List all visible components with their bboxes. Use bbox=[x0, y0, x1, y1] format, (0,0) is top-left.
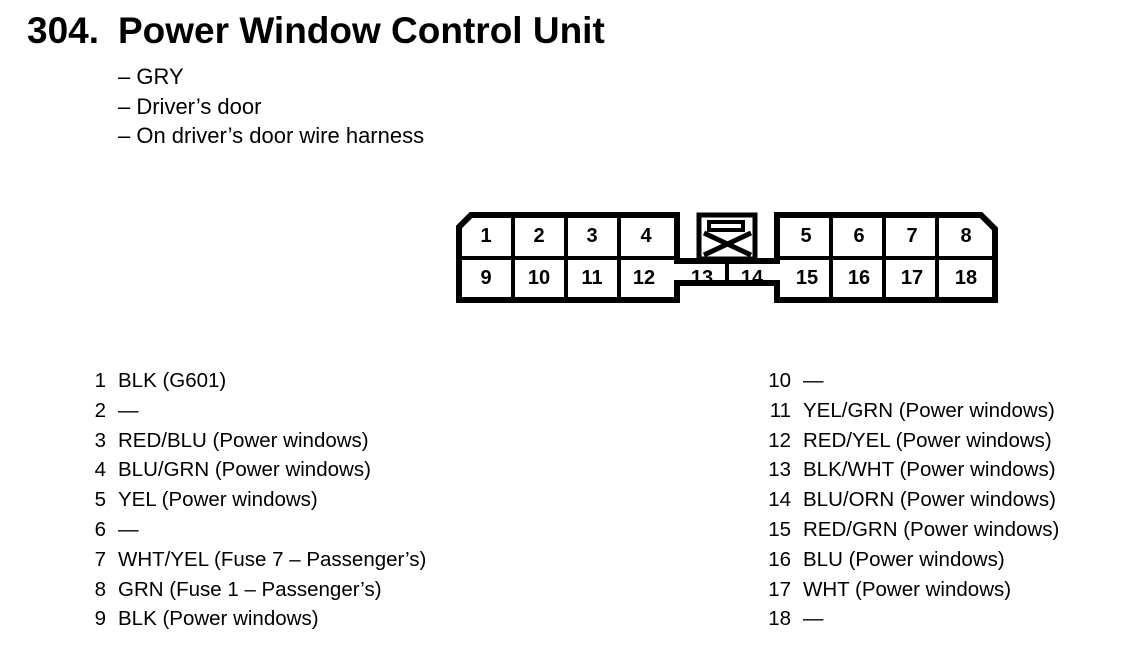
connector-color: – GRY bbox=[118, 64, 184, 89]
section-title: Power Window Control Unit bbox=[118, 10, 605, 51]
pin-entry: 2— bbox=[72, 396, 426, 426]
pin-description: YEL (Power windows) bbox=[118, 488, 318, 512]
pin-entry: 4 BLU/GRN (Power windows) bbox=[72, 455, 426, 485]
pin-label: 18 bbox=[955, 267, 977, 289]
pin-label: 10 bbox=[528, 267, 550, 289]
pin-label: 11 bbox=[581, 267, 602, 289]
pin-description: — bbox=[803, 607, 824, 631]
pin-label: 2 bbox=[533, 225, 544, 247]
pin-description: — bbox=[118, 517, 139, 541]
pin-label: 16 bbox=[848, 267, 870, 289]
pin-description: BLK/WHT (Power windows) bbox=[803, 458, 1056, 482]
pin-number: 7 bbox=[94, 547, 106, 571]
pin-description: — bbox=[118, 398, 139, 422]
pin-description: WHT/YEL (Fuse 7 – Passenger’s) bbox=[118, 547, 427, 571]
pin-label: 4 bbox=[640, 225, 652, 247]
pin-label: 15 bbox=[796, 267, 818, 289]
pin-number: 3 bbox=[94, 428, 106, 452]
pin-entry: 12 RED/YEL (Power windows) bbox=[757, 426, 1059, 456]
pin-entry: 3 RED/BLU (Power windows) bbox=[72, 426, 426, 456]
pin-list-right: 10 — 11 YEL/GRN (Power windows) 12 RED/YEL … bbox=[757, 366, 1059, 634]
pin-label: 13 bbox=[691, 267, 713, 289]
pin-label: 6 bbox=[853, 225, 864, 247]
pin-number: 6 bbox=[94, 517, 106, 541]
pin-number: 17 bbox=[768, 577, 791, 601]
pin-number: 8 bbox=[94, 577, 106, 601]
connector-grid bbox=[459, 215, 995, 300]
pin-entry: 1 BLK (G601) bbox=[72, 366, 426, 396]
pin-number: 18 bbox=[768, 607, 791, 631]
connector-face-diagram: 1 2 3 4 5 6 7 8 9 10 11 12 13 14 15 16 1… bbox=[456, 212, 998, 303]
pin-entry: 11 YEL/GRN (Power windows) bbox=[757, 396, 1059, 426]
page-title: 304. Power Window Control Unit bbox=[27, 9, 605, 53]
pin-description: RED/YEL (Power windows) bbox=[803, 428, 1052, 452]
pin-description: BLU/ORN (Power windows) bbox=[803, 488, 1056, 512]
pin-label: 12 bbox=[633, 267, 655, 289]
connector-details: – GRY – Driver’s door – On driver’s door… bbox=[118, 62, 424, 151]
pin-entry: 17 WHT (Power windows) bbox=[757, 575, 1059, 605]
pin-number: 16 bbox=[768, 547, 791, 571]
pin-description: WHT (Power windows) bbox=[803, 577, 1012, 601]
pin-label: 1 bbox=[480, 225, 491, 247]
pin-number: 1 bbox=[94, 369, 106, 392]
pin-entry: 18 — bbox=[757, 604, 1059, 634]
pin-description: BLU/GRN (Power windows) bbox=[118, 458, 371, 482]
pin-description: — bbox=[803, 369, 824, 392]
pin-description: BLU (Power windows) bbox=[803, 547, 1005, 571]
pin-description: RED/GRN (Power windows) bbox=[803, 517, 1060, 541]
pin-entry: 7 WHT/YEL (Fuse 7 – Passenger’s) bbox=[72, 545, 427, 575]
pin-description: GRN (Fuse 1 – Passenger’s) bbox=[118, 577, 382, 601]
pin-entry: 9 BLK (Power windows) bbox=[72, 604, 426, 634]
pin-entry: 10 — bbox=[757, 366, 1059, 396]
pin-number: 9 bbox=[94, 607, 106, 631]
pin-entry: 15 RED/GRN (Power windows) bbox=[757, 515, 1059, 545]
pin-entry: 16 BLU (Power windows) bbox=[757, 545, 1059, 575]
pin-entry: 5 YEL (Power windows) bbox=[72, 485, 426, 515]
section-number: 304. bbox=[27, 10, 100, 51]
pin-label: 9 bbox=[480, 267, 491, 289]
pin-number: 5 bbox=[94, 488, 106, 512]
pin-entry: 14 BLU/ORN (Power windows) bbox=[757, 485, 1059, 515]
pin-number: 15 bbox=[768, 517, 791, 541]
pin-number: 4 bbox=[94, 458, 106, 482]
connector-harness: – On driver’s door wire harness bbox=[118, 123, 425, 148]
pin-description: RED/BLU (Power windows) bbox=[118, 428, 369, 452]
pin-label: 5 bbox=[800, 225, 811, 247]
pin-label: 8 bbox=[960, 225, 971, 247]
pin-label: 7 bbox=[906, 225, 917, 247]
pin-label: 17 bbox=[901, 267, 923, 289]
pin-label: 14 bbox=[741, 267, 764, 289]
pin-label: 3 bbox=[586, 225, 597, 247]
connector-location: – Driver’s door bbox=[118, 93, 262, 119]
pin-description: BLK (G601) bbox=[118, 369, 227, 392]
pin-number: 12 bbox=[768, 428, 791, 452]
pin-number: 2 bbox=[94, 398, 106, 422]
pin-entry: 13 BLK/WHT (Power windows) bbox=[757, 455, 1059, 485]
connector-latch-icon bbox=[696, 212, 758, 262]
pin-description: BLK (Power windows) bbox=[118, 607, 319, 631]
pin-entry: 8 GRN (Fuse 1 – Passenger’s) bbox=[72, 575, 426, 605]
pin-number: 10 bbox=[768, 369, 791, 392]
pin-number: 14 bbox=[768, 488, 791, 512]
pin-number: 13 bbox=[768, 458, 791, 482]
pin-number: 11 bbox=[769, 398, 791, 422]
pin-description: YEL/GRN (Power windows) bbox=[803, 398, 1055, 422]
pin-entry: 6— bbox=[72, 515, 426, 545]
